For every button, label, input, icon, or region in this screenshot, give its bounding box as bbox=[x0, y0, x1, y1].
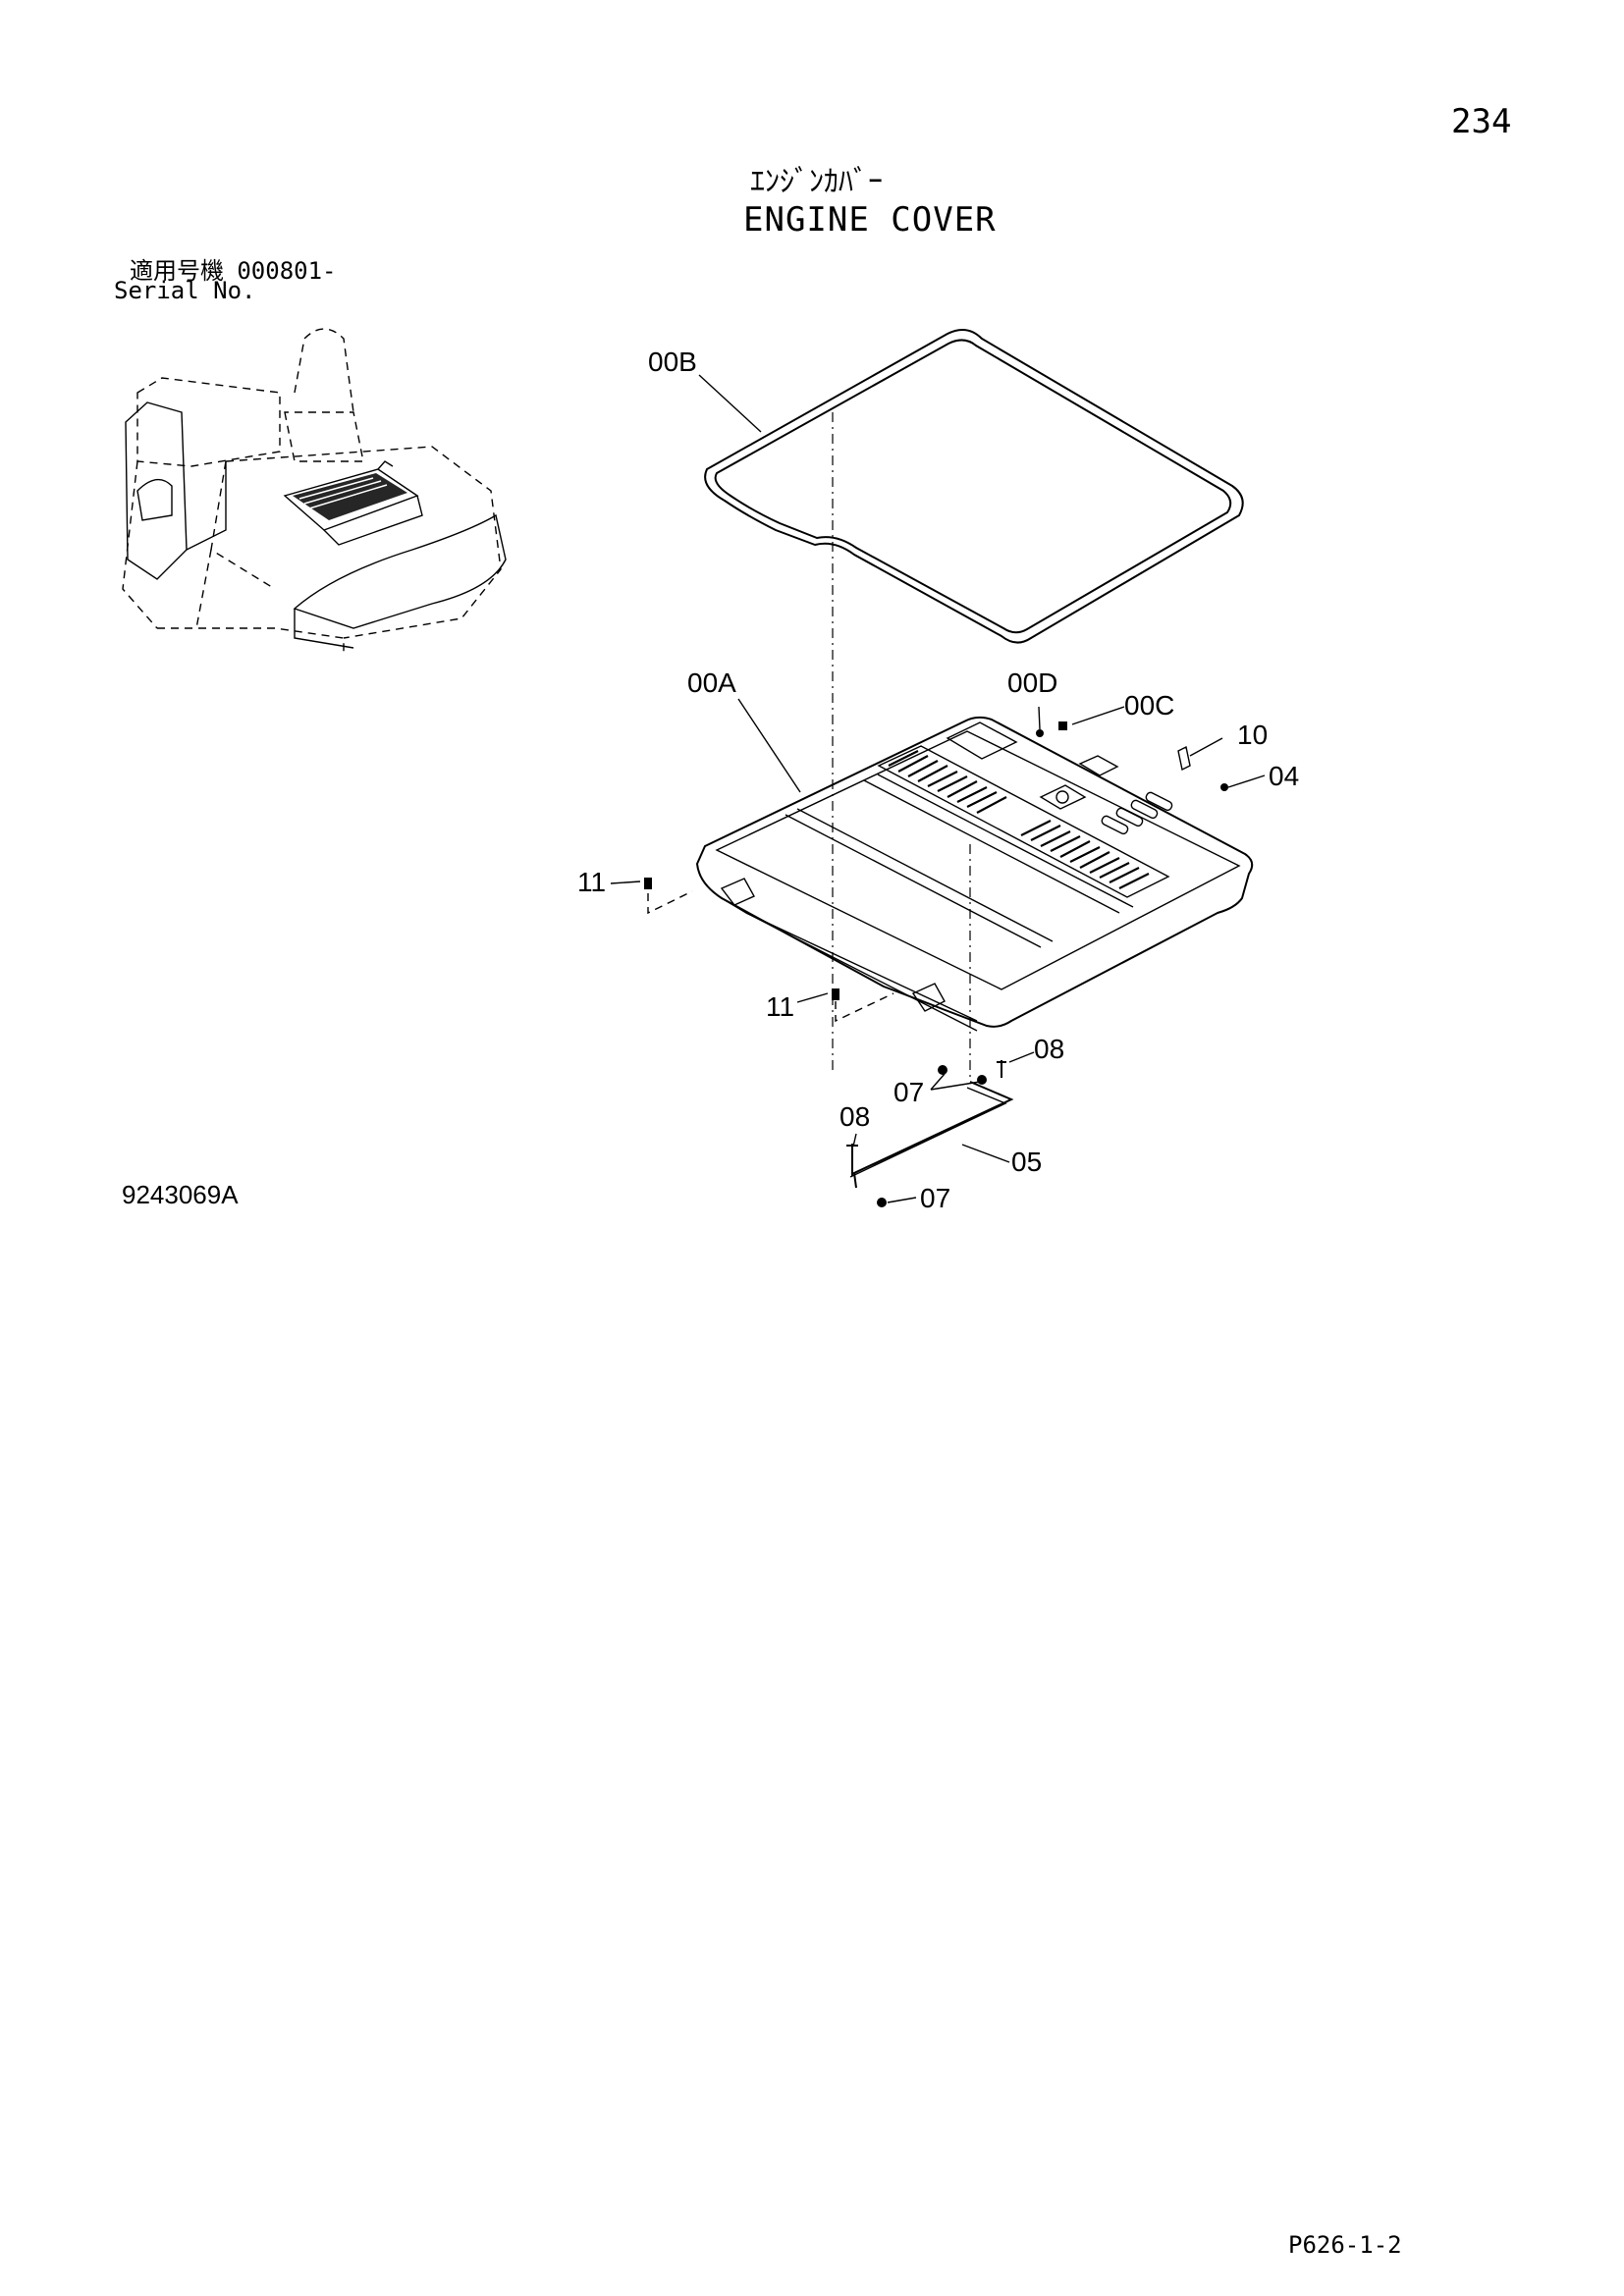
callout-04: 04 bbox=[1269, 761, 1299, 791]
part-00c-marker bbox=[1058, 721, 1067, 730]
callout-11-bottom: 11 bbox=[766, 991, 794, 1022]
callout-11-left: 11 bbox=[577, 867, 606, 897]
callout-00b: 00B bbox=[648, 347, 697, 377]
drawing-number: 9243069A bbox=[122, 1180, 239, 1209]
callout-08-left: 08 bbox=[839, 1101, 870, 1132]
engine-cover bbox=[695, 716, 1254, 1032]
serial-label-en: Serial No. bbox=[114, 277, 256, 304]
part-10-marker bbox=[1177, 745, 1191, 772]
seal-loop bbox=[704, 329, 1244, 644]
callout-00d: 00D bbox=[1007, 667, 1057, 698]
bolt-marker-bottom bbox=[832, 988, 839, 1000]
callout-08-right: 08 bbox=[1034, 1034, 1064, 1064]
bolt-marker-left bbox=[644, 878, 652, 889]
callout-00a: 00A bbox=[687, 667, 736, 698]
page-number: 234 bbox=[1451, 102, 1512, 141]
bolt-path-bottom bbox=[835, 992, 894, 1023]
serial-value: 000801- bbox=[237, 257, 337, 285]
callout-07-upper: 07 bbox=[893, 1077, 924, 1107]
serial-jp-row: 適用号機 000801- bbox=[130, 251, 337, 286]
callout-05: 05 bbox=[1011, 1147, 1042, 1177]
leader-lines bbox=[610, 374, 1266, 1203]
support-rod bbox=[846, 1060, 1014, 1207]
callout-00c: 00C bbox=[1124, 690, 1174, 721]
title-english: ENGINE COVER bbox=[743, 200, 997, 240]
serial-label-jp: 適用号機 bbox=[130, 258, 224, 285]
callout-07-lower: 07 bbox=[920, 1183, 950, 1213]
part-00d-marker bbox=[1036, 729, 1044, 737]
part-04-marker bbox=[1220, 783, 1228, 791]
callout-10: 10 bbox=[1237, 720, 1268, 750]
machine-location-thumbnail bbox=[122, 328, 507, 653]
title-japanese: ｴﾝｼﾞﾝｶﾊﾞｰ bbox=[750, 165, 883, 199]
bolt-path-left bbox=[647, 890, 693, 915]
page-reference: P626-1-2 bbox=[1288, 2231, 1402, 2259]
